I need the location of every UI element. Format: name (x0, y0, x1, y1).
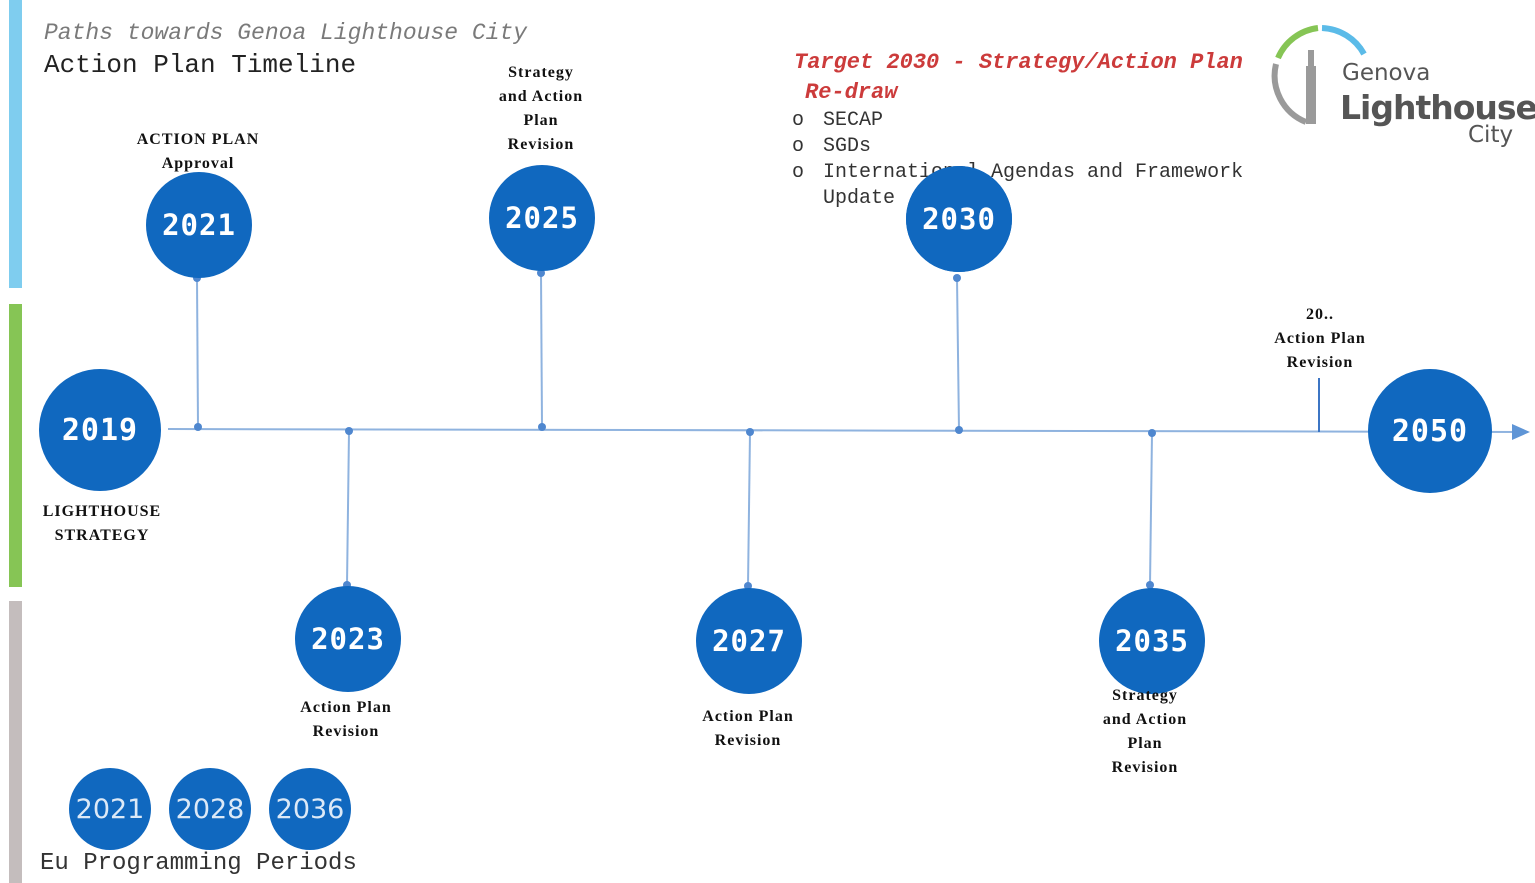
label-2027: Action Plan Revision (702, 708, 794, 749)
milestone-2050: 2050 (1368, 369, 1492, 493)
end-dot-2030 (953, 274, 961, 282)
milestone-2035: 2035 (1099, 588, 1205, 694)
connector-2027 (747, 431, 751, 587)
connector-2023 (346, 430, 350, 586)
connector-2035 (1149, 432, 1153, 586)
axis-dot-2025 (538, 423, 546, 431)
connector-2025 (540, 272, 543, 428)
axis-dot-2023 (345, 427, 353, 435)
label-2019: LIGHTHOUSE STRATEGY (42, 503, 162, 544)
middle-accent-bar (9, 304, 22, 587)
bullet-icon: o (792, 161, 805, 184)
eu-period-2028: 2028 (169, 768, 251, 850)
target-subtitle: Re-draw (805, 80, 898, 105)
eu-period-2021: 2021 (69, 768, 151, 850)
bottom-accent-bar (9, 601, 22, 883)
list-item: Update (823, 187, 896, 210)
lighthouse-logo-icon (1271, 25, 1367, 125)
bullet-icon: o (792, 135, 805, 158)
label-2035: Strategy and Action Plan Revision (1102, 687, 1188, 776)
page-subtitle: Paths towards Genoa Lighthouse City (44, 20, 528, 46)
connector-2030 (956, 277, 960, 431)
logo-text-city: City (1468, 122, 1514, 148)
axis-dot-2027 (746, 428, 754, 436)
logo-text-lighthouse: Lighthouse (1340, 88, 1535, 127)
axis-dot-2021 (194, 423, 202, 431)
connector-2021 (196, 277, 199, 428)
label-2025: Strategy and Action Plan Revision (498, 64, 584, 153)
milestone-2021: 2021 (146, 172, 252, 278)
label-2021: ACTION PLAN Approval (136, 131, 260, 172)
timeline-axis (167, 423, 1530, 440)
label-20xx-revision: 20.. Action Plan Revision (1274, 306, 1366, 371)
milestone-2019: 2019 (39, 369, 161, 491)
end-dot-2035 (1146, 581, 1154, 589)
axis-dot-2030 (955, 426, 963, 434)
bullet-icon: o (792, 109, 805, 132)
milestone-2025: 2025 (489, 165, 595, 271)
label-2023: Action Plan Revision (300, 699, 392, 740)
page-title: Action Plan Timeline (44, 50, 357, 80)
milestone-2023: 2023 (295, 586, 401, 692)
end-dot-2025 (537, 269, 545, 277)
eu-period-2036: 2036 (269, 768, 351, 850)
eu-periods-label: Eu Programming Periods (40, 850, 357, 877)
logo-text-genova: Genova (1342, 60, 1431, 86)
axis-dot-2035 (1148, 429, 1156, 437)
milestone-2027: 2027 (696, 588, 802, 694)
target-title: Target 2030 - Strategy/Action Plan (794, 50, 1243, 75)
top-accent-bar (9, 0, 22, 288)
milestone-2030-overlay: 2030 (906, 166, 1012, 272)
